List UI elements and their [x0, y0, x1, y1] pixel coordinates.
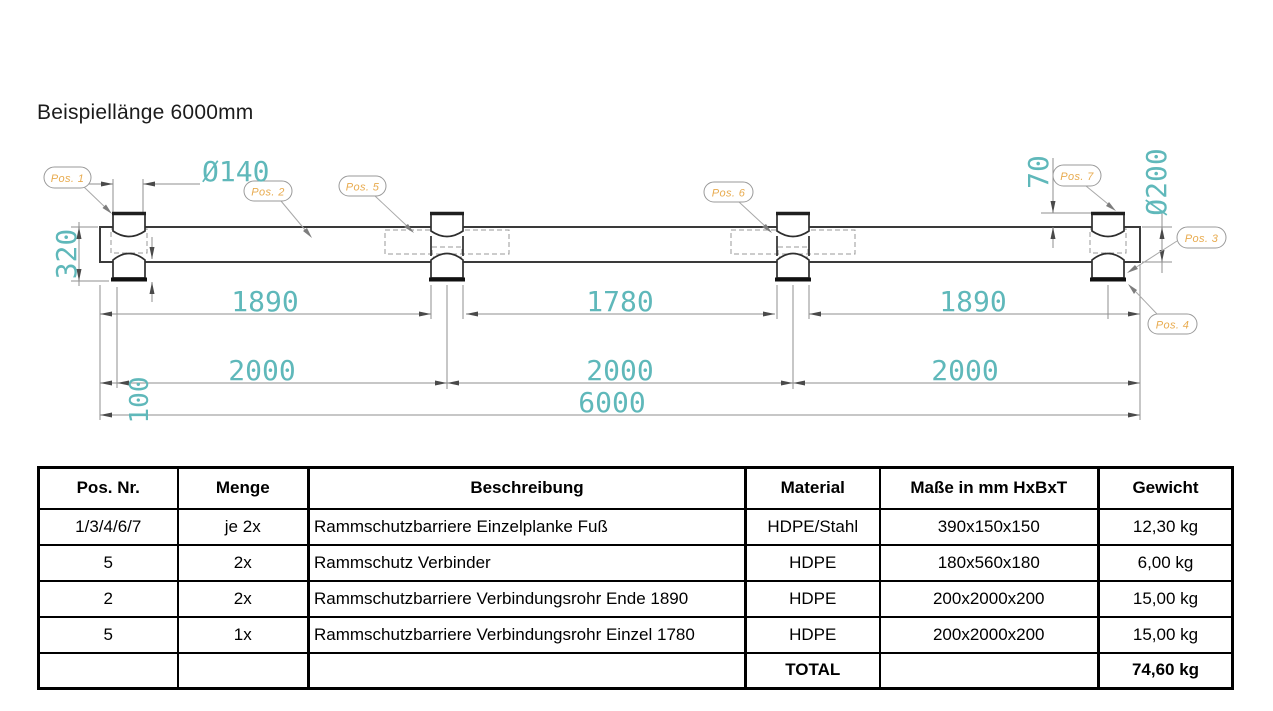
pos-4-text: Pos. 4 — [1156, 320, 1190, 332]
pos-1-text: Pos. 1 — [51, 173, 85, 185]
pos-leaders — [83, 185, 1178, 315]
dim-span-right: 1890 — [939, 285, 1006, 318]
pos-label-7: Pos. 7 — [1052, 164, 1102, 187]
cell-menge — [177, 651, 310, 690]
dim-total-length: 6000 — [578, 386, 645, 419]
cell-pos: 2 — [37, 579, 179, 618]
dimension-lines — [71, 158, 1172, 420]
cell-gewicht: 6,00 kg — [1097, 543, 1234, 582]
cell-material: HDPE/Stahl — [744, 507, 881, 546]
table-row: 5 1x Rammschutzbarriere Verbindungsrohr … — [37, 615, 1234, 654]
table-row: 1/3/4/6/7 je 2x Rammschutzbarriere Einze… — [37, 507, 1234, 546]
pos-5-text: Pos. 5 — [346, 182, 380, 194]
cell-masse: 180x560x180 — [879, 543, 1100, 582]
dimension-texts: Ø140 320 70 Ø200 1890 1780 1890 2000 200… — [50, 148, 1173, 423]
cell-beschreibung — [307, 651, 747, 690]
pos-label-5: Pos. 5 — [338, 175, 387, 197]
page-title: Beispiellänge 6000mm — [37, 101, 254, 124]
pos-label-4: Pos. 4 — [1147, 313, 1198, 335]
dim-span-left: 1890 — [231, 285, 298, 318]
dim-plank2: 2000 — [586, 354, 653, 387]
pos-label-2: Pos. 2 — [243, 180, 293, 202]
dim-plank1: 2000 — [228, 354, 295, 387]
header-material: Material — [744, 466, 881, 510]
cell-gewicht: 15,00 kg — [1097, 615, 1234, 654]
parts-table: Pos. Nr. Menge Beschreibung Material Maß… — [37, 466, 1234, 690]
header-pos-nr: Pos. Nr. — [37, 466, 179, 510]
dim-plank3: 2000 — [931, 354, 998, 387]
cell-gewicht: 15,00 kg — [1097, 579, 1234, 618]
dim-foot-width: Ø140 — [202, 155, 269, 188]
pos-label-3: Pos. 3 — [1176, 226, 1227, 249]
pos-2-text: Pos. 2 — [251, 187, 285, 199]
table-header-row: Pos. Nr. Menge Beschreibung Material Maß… — [37, 466, 1234, 510]
cell-menge: je 2x — [177, 507, 310, 546]
pos-3-text: Pos. 3 — [1185, 233, 1219, 245]
cell-beschreibung: Rammschutzbarriere Verbindungsrohr Ende … — [307, 579, 747, 618]
cell-masse: 390x150x150 — [879, 507, 1100, 546]
foot-connector-2 — [775, 211, 811, 282]
pos-6-text: Pos. 6 — [712, 188, 746, 200]
table-total-row: TOTAL 74,60 kg — [37, 651, 1234, 690]
dim-end-offset: 100 — [125, 377, 155, 424]
cell-beschreibung: Rammschutz Verbinder — [307, 543, 747, 582]
cell-masse — [879, 651, 1100, 690]
cell-gewicht: 12,30 kg — [1097, 507, 1234, 546]
foot-connector-1 — [429, 211, 465, 282]
dimension-arrows — [76, 181, 1165, 418]
cell-menge: 2x — [177, 543, 310, 582]
technical-drawing: Pos. 1 Pos. 2 Pos. 5 Pos. 6 Pos. 7 Pos. … — [43, 148, 1227, 423]
dim-pipe-diameter: Ø200 — [1140, 148, 1173, 215]
cell-beschreibung: Rammschutzbarriere Verbindungsrohr Einze… — [307, 615, 747, 654]
cell-menge: 1x — [177, 615, 310, 654]
cell-pos: 1/3/4/6/7 — [37, 507, 179, 546]
total-weight: 74,60 kg — [1097, 651, 1234, 690]
header-masse: Maße in mm HxBxT — [879, 466, 1100, 510]
pos-7-text: Pos. 7 — [1060, 171, 1094, 183]
table-row: 5 2x Rammschutz Verbinder HDPE 180x560x1… — [37, 543, 1234, 582]
cell-material: HDPE — [744, 615, 881, 654]
cell-pos: 5 — [37, 543, 179, 582]
foot-left-end — [111, 211, 147, 282]
header-menge: Menge — [177, 466, 310, 510]
cell-pos — [37, 651, 179, 690]
cell-material: HDPE — [744, 579, 881, 618]
header-gewicht: Gewicht — [1097, 466, 1234, 510]
cell-masse: 200x2000x200 — [879, 579, 1100, 618]
pos-label-6: Pos. 6 — [703, 181, 754, 203]
cell-pos: 5 — [37, 615, 179, 654]
cell-menge: 2x — [177, 579, 310, 618]
foot-right-end — [1090, 211, 1126, 282]
cell-masse: 200x2000x200 — [879, 615, 1100, 654]
dim-overall-height: 320 — [50, 229, 83, 280]
dim-span-mid: 1780 — [586, 285, 653, 318]
table-row: 2 2x Rammschutzbarriere Verbindungsrohr … — [37, 579, 1234, 618]
barrier-pipe — [99, 226, 1141, 263]
pos-label-1: Pos. 1 — [43, 166, 92, 189]
dim-top-offset: 70 — [1022, 155, 1055, 189]
header-beschreibung: Beschreibung — [307, 466, 747, 510]
cell-material: HDPE — [744, 543, 881, 582]
total-label: TOTAL — [744, 651, 881, 690]
cell-beschreibung: Rammschutzbarriere Einzelplanke Fuß — [307, 507, 747, 546]
